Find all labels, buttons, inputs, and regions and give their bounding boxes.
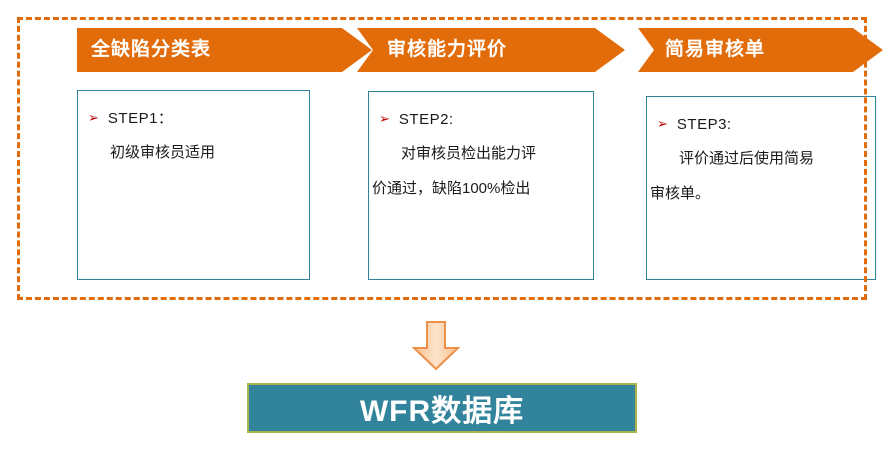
step3-text-line1: 评价通过后使用简易 (679, 150, 815, 167)
arrow-bullet-icon: ➢ (657, 116, 668, 131)
step2-content: ➢ STEP2: 对审核员检出能力评 价通过，缺陷100%检出 (369, 92, 593, 206)
step3-header-arrow: 简易审核单 (638, 28, 883, 72)
step3-text-line2: 审核单。 (650, 185, 711, 202)
step3-content: ➢ STEP3: 评价通过后使用简易 审核单。 (647, 97, 875, 211)
database-label: WFR数据库 (359, 395, 525, 428)
step1-content: ➢ STEP1： 初级审核员适用 (78, 91, 309, 205)
step2-box: ➢ STEP2: 对审核员检出能力评 价通过，缺陷100%检出 (368, 91, 594, 280)
arrow-bullet-icon: ➢ (88, 110, 99, 125)
step3-header-label: 简易审核单 (665, 39, 766, 60)
arrow-bullet-icon: ➢ (379, 111, 390, 126)
database-box: WFR数据库 (247, 383, 637, 433)
step2-title-row: ➢ STEP2: (369, 101, 593, 136)
step2-label: STEP2: (398, 111, 454, 128)
step3-label: STEP3: (676, 116, 732, 133)
step1-header-arrow: 全缺陷分类表 (77, 28, 372, 72)
step2-text-line2: 价通过，缺陷100%检出 (372, 180, 531, 197)
step2-header-arrow: 审核能力评价 (357, 28, 625, 72)
step1-text-line2 (78, 170, 309, 205)
step3-title-row: ➢ STEP3: (647, 106, 875, 141)
step1-header-label: 全缺陷分类表 (91, 39, 212, 60)
step2-text-line1: 对审核员检出能力评 (401, 145, 537, 162)
step1-label: STEP1： (107, 110, 174, 127)
step1-text-line1: 初级审核员适用 (110, 144, 216, 161)
step3-box: ➢ STEP3: 评价通过后使用简易 审核单。 (646, 96, 876, 280)
step1-title-row: ➢ STEP1： (78, 100, 309, 135)
step2-header-label: 审核能力评价 (387, 39, 508, 60)
down-arrow-icon (411, 321, 461, 371)
step1-box: ➢ STEP1： 初级审核员适用 (77, 90, 310, 280)
